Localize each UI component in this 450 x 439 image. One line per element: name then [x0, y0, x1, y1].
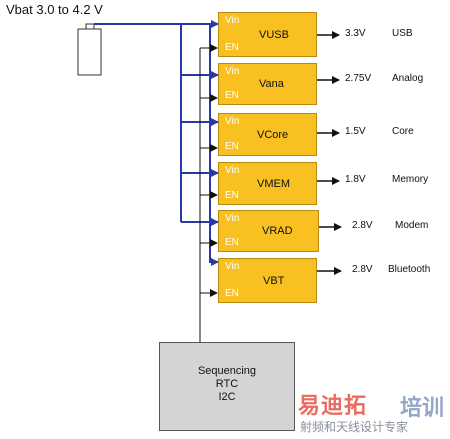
- regulator-vusb: Vin VUSB EN: [218, 12, 317, 57]
- en-pin-label: EN: [225, 90, 239, 101]
- watermark-brand-blue: 培训: [400, 395, 445, 420]
- output-function-label: USB: [392, 28, 413, 39]
- enable-lines: [199, 44, 218, 342]
- regulator-vmem: Vin VMEM EN: [218, 162, 317, 205]
- en-pin-label: EN: [225, 42, 239, 53]
- regulator-name: VRAD: [262, 225, 293, 237]
- en-pin-label: EN: [225, 141, 239, 152]
- diagram-title: Vbat 3.0 to 4.2 V: [6, 2, 103, 17]
- vin-pin-label: Vin: [225, 261, 240, 272]
- vin-pin-label: Vin: [225, 116, 240, 127]
- en-pin-label: EN: [225, 190, 239, 201]
- vin-pin-label: Vin: [225, 165, 240, 176]
- output-function-label: Analog: [392, 73, 424, 84]
- regulator-name: VMEM: [257, 177, 290, 190]
- output-voltage: 2.8V: [352, 220, 373, 231]
- sequencer-line-1: Sequencing: [197, 365, 257, 377]
- sequencer-line-2: RTC: [215, 378, 239, 390]
- regulator-vbt: Vin VBT EN: [218, 258, 317, 303]
- output-voltage: 1.8V: [345, 174, 366, 185]
- supply-bus: [94, 20, 219, 226]
- en-pin-label: EN: [225, 288, 239, 299]
- output-voltage: 2.75V: [345, 73, 372, 84]
- regulator-name: VCore: [257, 128, 289, 141]
- output-arrows: [317, 31, 342, 275]
- output-function-label: Bluetooth: [388, 264, 431, 275]
- vin-pin-label: Vin: [225, 213, 240, 224]
- regulator-vana: Vin Vana EN: [218, 63, 317, 105]
- vin-pin-label: Vin: [225, 66, 240, 77]
- regulator-name: VBT: [263, 274, 285, 287]
- output-voltage: 1.5V: [345, 126, 366, 137]
- output-function-label: Core: [392, 126, 414, 137]
- battery-icon: [77, 23, 102, 76]
- regulator-name: Vana: [259, 78, 284, 90]
- sequencer-block: Sequencing RTC I2C: [159, 342, 295, 431]
- watermark-brand-red: 易迪拓: [298, 393, 368, 418]
- watermark-subtitle: 射频和天线设计专家: [300, 420, 409, 434]
- supply-branch-vbt: [181, 23, 219, 266]
- output-voltage: 2.8V: [352, 264, 373, 275]
- vin-pin-label: Vin: [225, 15, 240, 26]
- regulator-vcore: Vin VCore EN: [218, 113, 317, 156]
- regulator-name: VUSB: [259, 28, 289, 41]
- regulator-vrad: Vin VRAD EN: [218, 210, 319, 252]
- en-pin-label: EN: [225, 237, 239, 248]
- output-function-label: Modem: [395, 220, 429, 231]
- sequencer-line-3: I2C: [218, 391, 236, 403]
- output-voltage: 3.3V: [345, 28, 366, 39]
- output-function-label: Memory: [392, 174, 429, 185]
